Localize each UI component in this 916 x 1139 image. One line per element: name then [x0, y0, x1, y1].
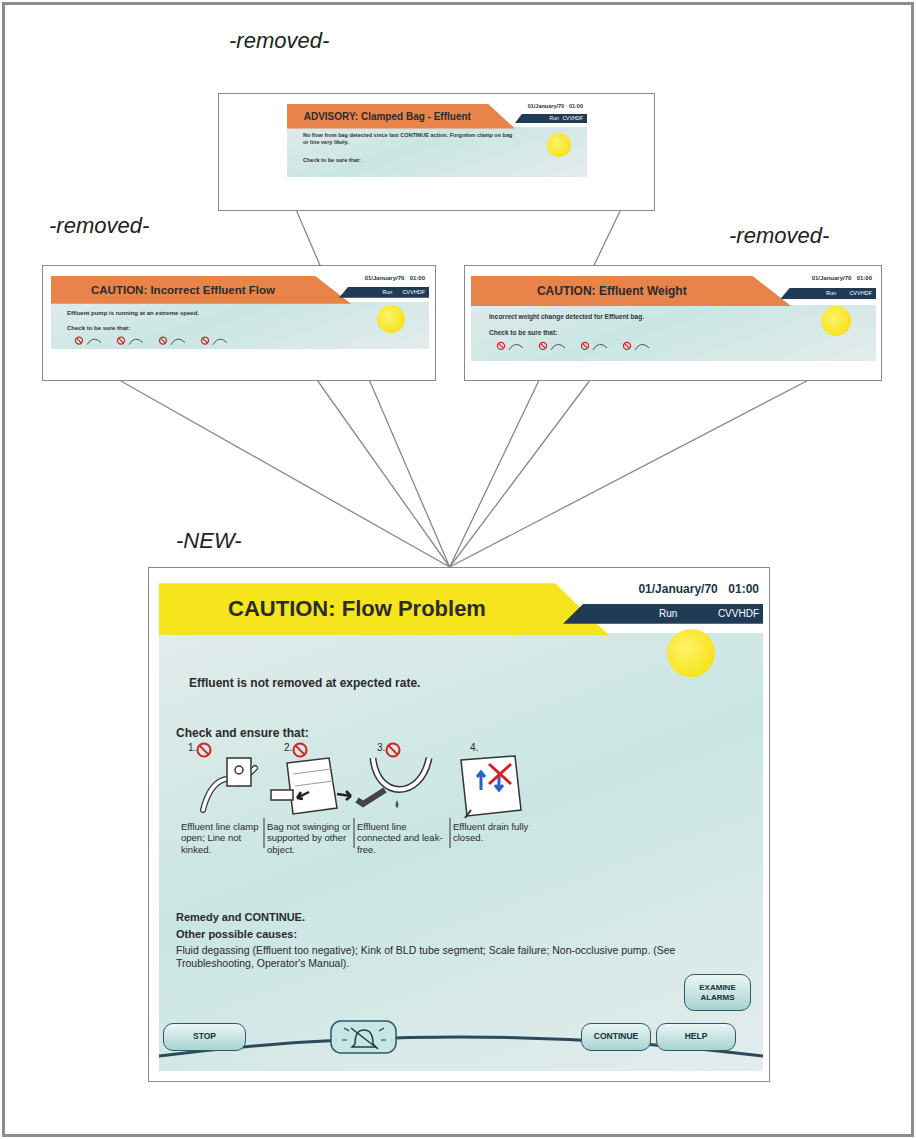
ui-screenshot: ADVISORY: Clamped Bag - Effluent 01/Janua…	[287, 101, 587, 177]
button-label: HELP	[685, 1032, 708, 1042]
bag-sketch	[287, 758, 337, 814]
screenshot-frame: -removed-CAUTION: Effluent Weight01/Janu…	[464, 265, 882, 381]
alarm-title: ADVISORY: Clamped Bag - Effluent	[287, 104, 488, 129]
button-label: CONTINUE	[594, 1032, 638, 1042]
step-number: 3.	[377, 742, 385, 754]
version-heading: -removed-	[729, 223, 829, 249]
ui-button: EXAMINE ALARMS	[684, 974, 751, 1011]
prohibit-symbol	[294, 744, 307, 757]
ui-screenshot: CAUTION: Incorrect Effluent Flow 01/Janua…	[51, 273, 429, 349]
connector-line	[121, 381, 450, 567]
step-number: 2.	[284, 742, 292, 754]
run-state: Run	[659, 604, 677, 624]
alarm-description: Incorrect weight change detected for Eff…	[489, 313, 749, 321]
column-separator	[354, 818, 355, 848]
check-heading: Check to be sure that:	[489, 329, 557, 337]
therapy-mode: CVVHDF	[849, 288, 872, 299]
step-number: 1.	[188, 742, 196, 754]
drain-bag-sketch	[461, 756, 521, 816]
date-time: 01/January/70 01:00	[638, 582, 759, 596]
button-label: EXAMINE ALARMS	[685, 983, 750, 1001]
therapy-mode: CVVHDF	[718, 604, 759, 624]
support-sketch	[271, 790, 293, 800]
step-caption: Bag not swinging or supported by other o…	[267, 821, 352, 855]
run-state: Run	[826, 288, 836, 299]
prohibit-symbol	[387, 744, 400, 757]
alarm-title: CAUTION: Incorrect Effluent Flow	[51, 276, 315, 304]
connector-line	[450, 381, 807, 567]
check-heading: Check and ensure that:	[176, 726, 309, 740]
screenshot-frame: -removed-ADVISORY: Clamped Bag - Effluen…	[218, 93, 655, 211]
step-caption: Effluent line clamp open; Line not kinke…	[181, 821, 263, 855]
button-label: STOP	[193, 1032, 216, 1042]
ui-screenshot: CAUTION: Flow Problem 01/January/70 01:00…	[159, 578, 763, 1071]
status-lamp	[667, 629, 715, 677]
check-heading: Check to be sure that:	[67, 325, 130, 332]
column-separator	[264, 818, 265, 848]
arrow-sketch	[297, 792, 309, 799]
causes-heading: Other possible causes:	[176, 928, 297, 941]
step-caption: Effluent line connected and leak-free.	[357, 821, 449, 855]
column-separator	[450, 818, 451, 848]
remedy-text: Remedy and CONTINUE.	[176, 911, 305, 924]
ui-screenshot: CAUTION: Effluent Weight 01/January/70 01…	[471, 273, 876, 361]
status-lamp	[821, 306, 851, 336]
step-number: 4.	[470, 742, 478, 754]
status-lamp	[547, 133, 571, 157]
ui-button: CONTINUE	[581, 1023, 651, 1051]
version-heading: -NEW-	[176, 528, 242, 554]
check-heading: Check to be sure that:	[303, 157, 361, 164]
alarm-description: Effluent is not removed at expected rate…	[189, 676, 420, 690]
ui-button: HELP	[656, 1023, 736, 1051]
alarm-title: CAUTION: Effluent Weight	[471, 276, 753, 306]
run-state: Run	[550, 114, 559, 124]
version-heading: -removed-	[229, 28, 329, 54]
step-caption: Effluent drain fully closed.	[453, 821, 543, 844]
alarm-title: CAUTION: Flow Problem	[159, 583, 555, 635]
therapy-mode: CVVHDF	[402, 287, 425, 298]
cross-mark	[489, 764, 511, 784]
date-time: 01/January/70 01:00	[812, 275, 872, 282]
status-lamp	[377, 305, 405, 333]
clamp-sketch	[227, 758, 251, 786]
date-time: 01/January/70 01:00	[365, 275, 425, 282]
silence-button	[331, 1021, 396, 1053]
screenshot-frame: -removed-CAUTION: Incorrect Effluent Flo…	[42, 265, 436, 381]
alarm-description: Effluent pump is running at an extreme s…	[67, 310, 317, 317]
causes-text: Fluid degassing (Effluent too negative);…	[176, 944, 741, 969]
alarm-description: No flow from bag detected since last CON…	[303, 132, 518, 145]
therapy-mode: CVVHDF	[562, 114, 583, 124]
run-state: Run	[382, 287, 392, 298]
drip-sketch	[396, 800, 399, 808]
version-heading: -removed-	[49, 213, 149, 239]
prohibit-symbol	[198, 744, 211, 757]
date-time: 01/January/70 01:00	[528, 103, 583, 110]
tube-sketch	[373, 758, 429, 790]
screenshot-frame: -NEW-CAUTION: Flow Problem01/January/70 …	[148, 567, 770, 1082]
ui-button: STOP	[163, 1023, 246, 1051]
